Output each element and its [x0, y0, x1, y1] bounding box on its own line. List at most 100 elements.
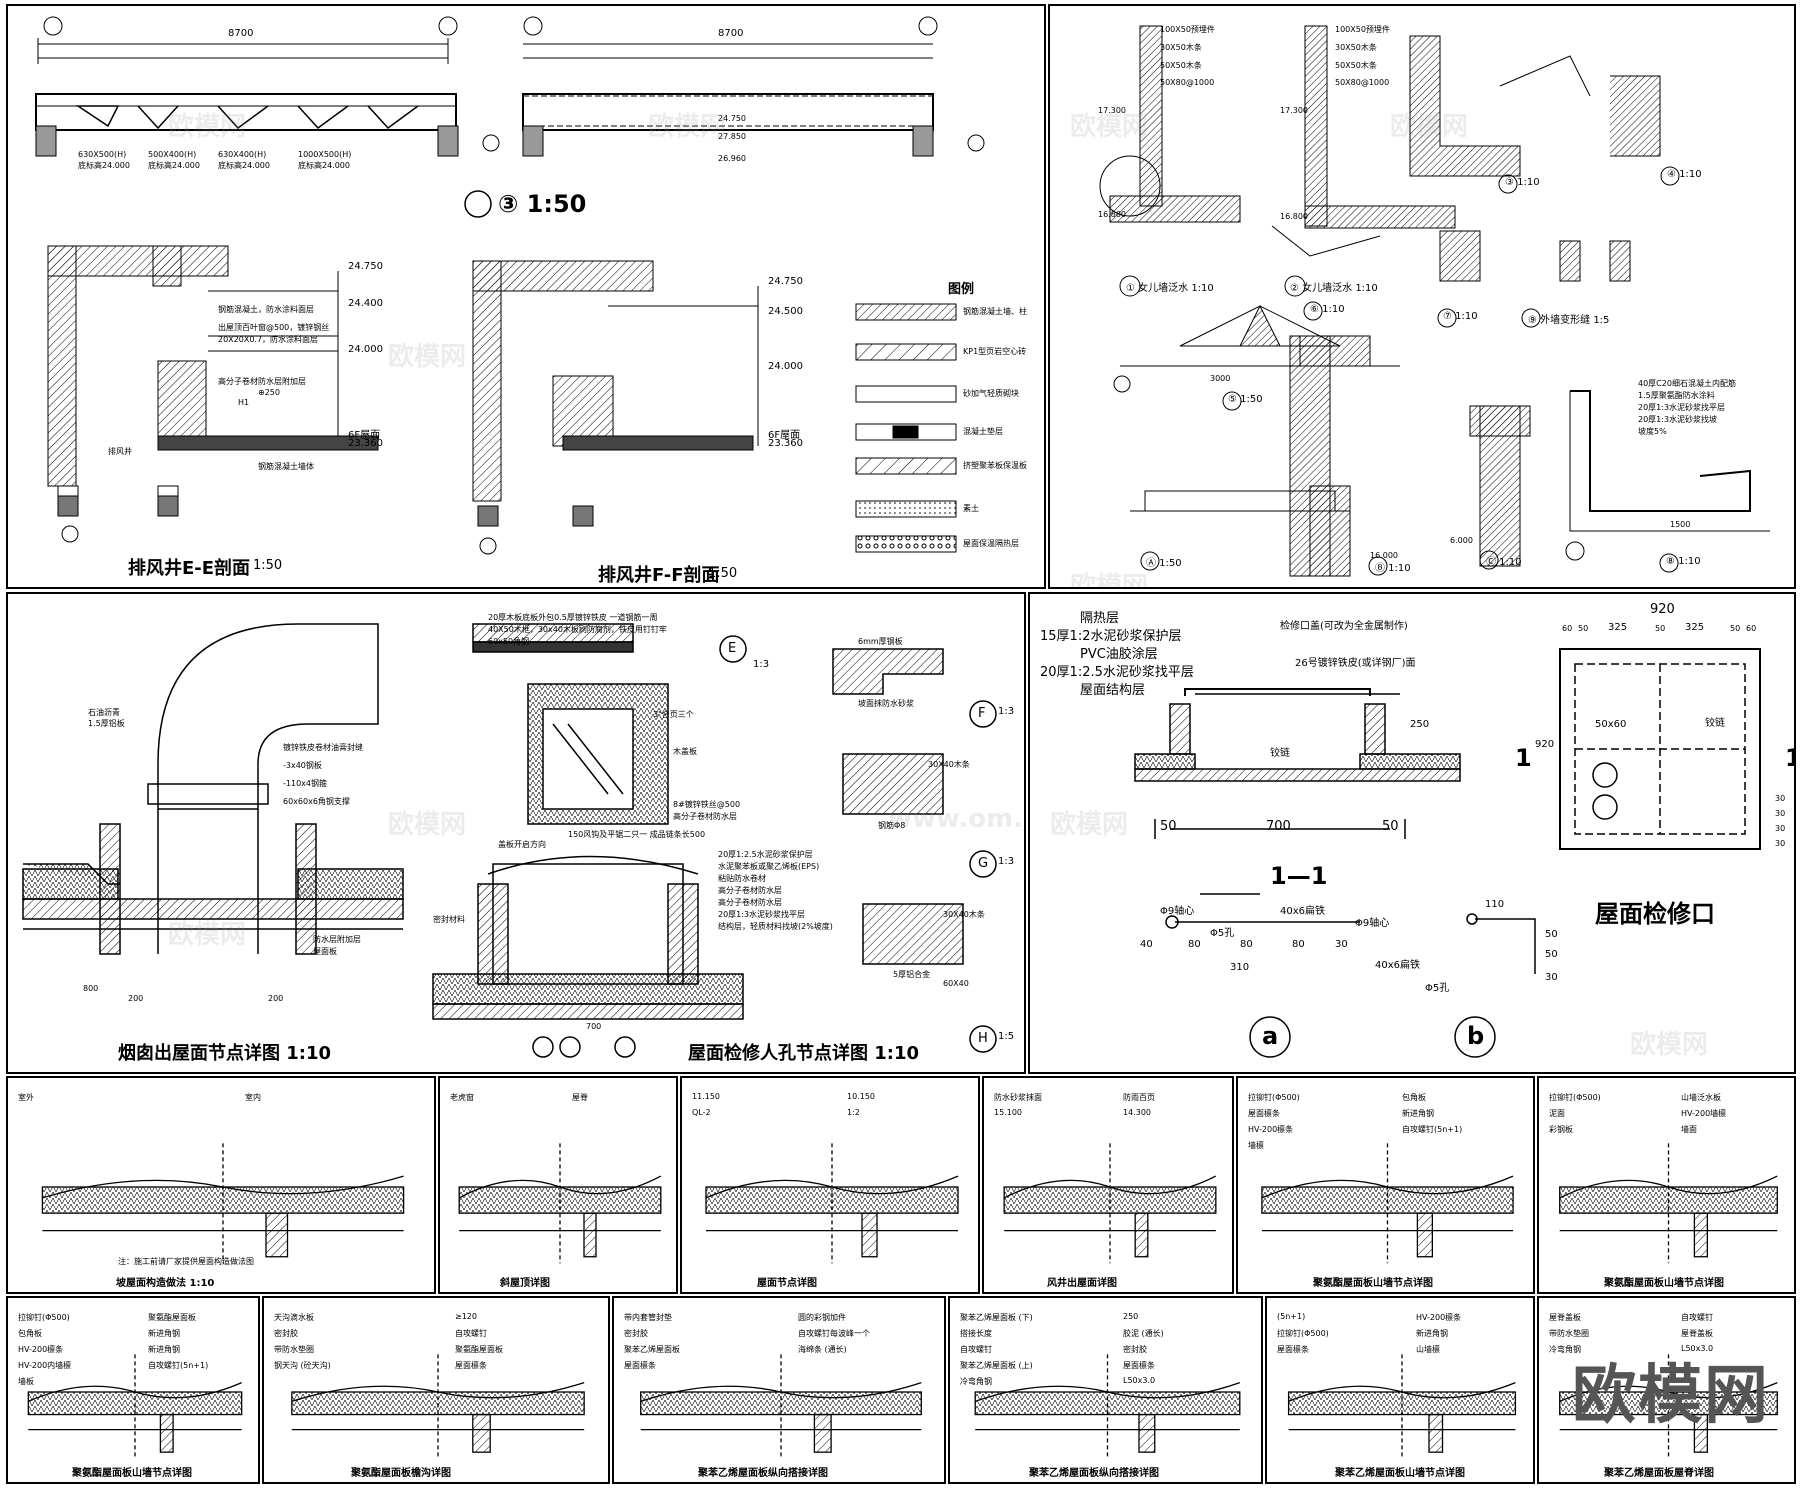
detail-g-mark: G — [978, 856, 989, 871]
r5-label: 屋面檩条 — [455, 1361, 487, 1370]
detail-9-label: ⑨ 外墙变形缝 1:5 — [1528, 315, 1610, 326]
detail-f-mark: F — [978, 706, 986, 721]
ee-note-1: 钢筋混凝土，防水涂料面层 — [218, 305, 314, 314]
plan-inner: 50x60 — [1595, 719, 1627, 730]
plan-note-3: 630X400(H) — [218, 150, 267, 159]
r5-panel-3: 带内套管封垫圆的彩钢加件密封胶自攻螺钉每波峰一个聚苯乙烯屋面板海绵条 (通长)屋… — [612, 1296, 946, 1484]
cut-left: 1 — [1515, 744, 1532, 772]
r4-drawing-3 — [705, 1143, 959, 1264]
legend-item-4: 混凝土垫层 — [963, 427, 1003, 436]
note-8-2: 1.5厚聚氨酯防水涂料 — [1638, 391, 1715, 400]
r5-label: 聚苯乙烯屋面板 (下) — [960, 1313, 1033, 1322]
roof-hatch-title: 屋面检修口 — [1595, 900, 1715, 928]
r5-label: 聚氨酯屋面板 — [148, 1313, 196, 1322]
hatch-cover-note2: 26号镀锌铁皮(或详钢厂)面 — [1295, 658, 1416, 669]
h-note-2: 5厚铝合金 — [893, 970, 931, 979]
r4-label: 自攻螺钉(5n+1) — [1402, 1125, 1463, 1134]
plan-note-4: 1000X500(H) — [298, 150, 352, 159]
note-8-3: 20厚1:3水泥砂浆找平层 — [1638, 403, 1726, 412]
layer-2: 15厚1:2水泥砂浆保护层 — [1040, 629, 1182, 644]
plan-d2: 50 — [1578, 624, 1589, 633]
r5-label: 自攻螺钉 — [960, 1345, 992, 1354]
e-note-2: 40X50木框，30x40木板刷防腐剂，铁皮用钉钉牢 — [488, 625, 667, 634]
chimney-dim-1: 800 — [83, 984, 99, 993]
r5-label: 包角板 — [18, 1329, 42, 1338]
chimney-dim-3: 200 — [268, 994, 284, 1003]
ee-hw: H1 — [238, 398, 250, 407]
r5-label: 密封胶 — [624, 1329, 648, 1338]
r5-label: 自攻螺钉(5n+1) — [148, 1361, 209, 1370]
r4-label: 11.150 — [692, 1092, 720, 1101]
ee-title: 排风井E-E剖面 — [128, 558, 251, 579]
r4-label: 防水砂浆抹面 — [994, 1093, 1042, 1102]
r5-label: 聚苯乙烯屋面板 — [624, 1345, 680, 1354]
b-dim-4: 30 — [1545, 972, 1558, 983]
r4-drawing-6 — [1559, 1143, 1778, 1264]
plan-elev-2: 底标高24.000 — [148, 161, 200, 170]
plan2-elev-3: 26.960 — [718, 154, 746, 163]
hatch-note-3: 粘贴防水卷材 — [718, 874, 766, 883]
hatch-top-1: 盖板开启方向 — [498, 840, 546, 849]
r4-panel-2: 老虎窗屋脊斜屋顶详图 — [438, 1076, 678, 1294]
ee-elev-5: 23.360 — [348, 438, 383, 449]
plan-d4: 50 — [1655, 624, 1666, 633]
plan-elev-1: 底标高24.000 — [78, 161, 130, 170]
r5-panel-5: (5n+1)HV-200檩条拉铆钉(Φ500)新进角钢屋面檩条山墙檩聚苯乙烯屋面… — [1265, 1296, 1535, 1484]
plan-d7: 60 — [1746, 624, 1757, 633]
e-note-1: 20厚木板底板外包0.5厚镀锌铁皮 一道钢筋一周 — [488, 613, 658, 622]
r4-label: 泥面 — [1549, 1109, 1565, 1118]
r5-label: 圆的彩钢加件 — [798, 1313, 846, 1322]
r4-label: 拉铆钉(Φ500) — [1248, 1093, 1300, 1102]
ee-note-4: 高分子卷材防水层附加层 — [218, 377, 306, 386]
detail-a-label: Ⓐ 1:50 — [1146, 558, 1182, 569]
r5-label: 带防水垫圈 — [274, 1345, 314, 1354]
e-misc-2: 木盖板 — [673, 747, 697, 756]
detail-g-scale: 1:3 — [998, 856, 1015, 867]
legend-item-1: 钢筋混凝土墙、柱 — [963, 307, 1027, 316]
chimney-note-8: 屋面板 — [313, 947, 337, 956]
layer-3: PVC油胶涂层 — [1080, 647, 1158, 662]
right-d3: 30 — [1775, 824, 1786, 833]
p2-dim-2b: 30X50木条 — [1335, 43, 1377, 52]
plan2-elev-2: 27.850 — [718, 132, 746, 141]
chimney-title: 烟囱出屋面节点详图 1:10 — [118, 1043, 332, 1064]
r5-label: 海绵条 (通长) — [798, 1345, 847, 1354]
r5-label: 新进角钢 — [148, 1329, 180, 1338]
panel-chimney-hatch: 石油沥青 1.5厚铝板 镀锌铁皮卷材油膏封缝 -3x40钢板 -110x4钢箍 … — [6, 592, 1026, 1074]
a-dim-5: 30 — [1335, 939, 1348, 950]
plan-d6: 50 — [1730, 624, 1741, 633]
r5-label: 聚苯乙烯屋面板 (上) — [960, 1361, 1033, 1370]
h-note-1: 30X40木条 — [943, 910, 985, 919]
a-label: a — [1262, 1022, 1279, 1050]
r4-title: 屋面节点详图 — [757, 1278, 817, 1289]
r4-label: HV-200墙檩 — [1681, 1109, 1727, 1118]
r4-title: 风井出屋面详图 — [1047, 1278, 1117, 1289]
r4-label: 彩钢板 — [1549, 1125, 1573, 1134]
ff-elev-4: 6F屋面 — [768, 430, 801, 441]
detail-f-scale: 1:3 — [998, 706, 1015, 717]
detail-6-label: ⑥ 1:10 — [1310, 304, 1345, 315]
r5-label: 天沟滴水板 — [274, 1313, 314, 1322]
ff-elev-3: 24.000 — [768, 361, 803, 372]
f-note-2: 坡面抹防水砂浆 — [858, 699, 914, 708]
plan-note-1: 630X500(H) — [78, 150, 127, 159]
r5-label: 250 — [1123, 1312, 1139, 1321]
r5-title: 聚苯乙烯屋面板纵向搭接详图 — [1029, 1468, 1159, 1479]
r5-drawing-1 — [27, 1354, 243, 1458]
chimney-note-2: 1.5厚铝板 — [88, 719, 125, 728]
a-note-3: 40x6扁铁 — [1280, 906, 1326, 917]
r5-title: 聚苯乙烯屋面板屋脊详图 — [1604, 1468, 1714, 1479]
note-8-5: 坡度5% — [1638, 427, 1667, 436]
hatch-side: 密封材料 — [433, 915, 465, 924]
p2-dim-8: 6.000 — [1450, 536, 1473, 545]
hatch-cover-note: 检修口盖(可改为全金属制作) — [1280, 621, 1408, 632]
r5-label: 钢天沟 (砼天沟) — [274, 1361, 331, 1370]
plan-d1: 60 — [1562, 624, 1573, 633]
legend-title: 图例 — [948, 282, 975, 297]
